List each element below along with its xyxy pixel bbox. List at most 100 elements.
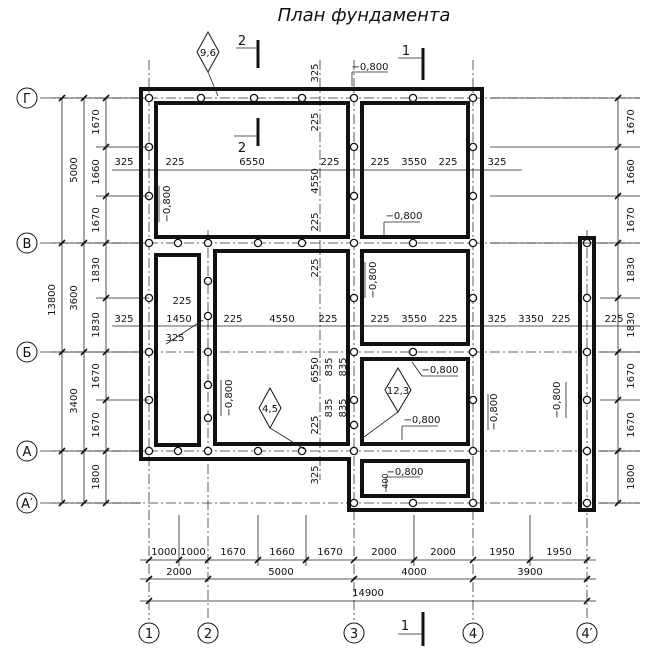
dimension-tick bbox=[204, 575, 212, 583]
axis-bubble-row-g: Г bbox=[16, 87, 38, 109]
dimension-tick bbox=[102, 143, 110, 151]
dimension-tick bbox=[614, 396, 622, 404]
axis-bubble-row-a: А bbox=[16, 440, 38, 462]
pile bbox=[468, 498, 478, 508]
svg-text:2: 2 bbox=[238, 34, 246, 49]
svg-text:1: 1 bbox=[145, 627, 153, 642]
dimension-tick bbox=[102, 348, 110, 356]
dimension-tick bbox=[469, 556, 477, 564]
dimension-tick bbox=[350, 556, 358, 564]
dimension-tick bbox=[175, 556, 183, 564]
dimension-tick bbox=[102, 239, 110, 247]
dimension-tick bbox=[58, 499, 66, 507]
dimension-tick bbox=[102, 294, 110, 302]
right-dim-4: 1830 bbox=[626, 257, 637, 282]
svg-text:А: А bbox=[23, 445, 32, 460]
pile bbox=[582, 395, 592, 405]
svg-text:В: В bbox=[23, 237, 32, 252]
svg-text:225: 225 bbox=[318, 314, 337, 325]
bottom-dimensions: 1000 1000 1670 1660 1670 2000 2000 1950 … bbox=[140, 515, 596, 605]
bottom-dim-9: 1950 bbox=[546, 547, 571, 558]
pile bbox=[349, 293, 359, 303]
elevation-mark-3: −0,800 bbox=[158, 185, 173, 223]
bottom-dim-2: 1000 bbox=[180, 547, 205, 558]
axis-bubble-col-4-prime: 4′ bbox=[576, 622, 598, 644]
pile bbox=[349, 498, 359, 508]
pile bbox=[349, 446, 359, 456]
dimension-tick bbox=[583, 575, 591, 583]
pile bbox=[468, 446, 478, 456]
pile bbox=[349, 395, 359, 405]
diamond-mark-3: 12,3 bbox=[359, 367, 412, 441]
svg-text:225: 225 bbox=[370, 314, 389, 325]
bottom-axis-dim-4: 3900 bbox=[517, 567, 542, 578]
svg-text:12,3: 12,3 bbox=[387, 386, 409, 397]
svg-text:−0,800: −0,800 bbox=[162, 185, 173, 222]
svg-text:9,6: 9,6 bbox=[200, 48, 216, 59]
dimension-tick bbox=[254, 556, 262, 564]
svg-text:−0,800: −0,800 bbox=[421, 365, 458, 376]
left-dim-3: 1670 bbox=[91, 207, 102, 232]
dimension-tick bbox=[526, 556, 534, 564]
elevation-marks: −0,800 −0,800 −0,800 −0,800 −0,800 −0,80… bbox=[158, 62, 567, 492]
svg-text:225: 225 bbox=[370, 157, 389, 168]
svg-text:835: 835 bbox=[324, 398, 335, 417]
pile bbox=[468, 93, 478, 103]
pile bbox=[203, 446, 213, 456]
right-dim-6: 1670 bbox=[626, 363, 637, 388]
right-dim-1: 1670 bbox=[626, 109, 637, 134]
svg-text:−0,800: −0,800 bbox=[224, 379, 235, 416]
left-dimensions: 1670 1660 1670 1830 1830 1670 1670 1800 … bbox=[47, 94, 149, 507]
bottom-total-dim: 14900 bbox=[352, 588, 384, 599]
svg-text:4′: 4′ bbox=[581, 627, 592, 642]
svg-text:−0,800: −0,800 bbox=[403, 415, 440, 426]
pile bbox=[297, 446, 307, 456]
interior-dim-row-mid: 325 1450 225 4550 225 225 3550 225 325 3… bbox=[112, 314, 640, 327]
pile bbox=[582, 293, 592, 303]
svg-text:3: 3 bbox=[350, 627, 358, 642]
svg-text:−0,800: −0,800 bbox=[552, 381, 563, 418]
right-dim-2: 1660 bbox=[626, 159, 637, 184]
pile bbox=[144, 446, 154, 456]
svg-text:225: 225 bbox=[223, 314, 242, 325]
dimension-tick bbox=[583, 556, 591, 564]
pile bbox=[468, 142, 478, 152]
axis-bubble-col-1: 1 bbox=[138, 622, 160, 644]
svg-text:835: 835 bbox=[338, 398, 349, 417]
svg-text:4: 4 bbox=[469, 627, 477, 642]
pile bbox=[203, 347, 213, 357]
dimension-tick bbox=[145, 556, 153, 564]
pile bbox=[203, 380, 213, 390]
svg-text:3550: 3550 bbox=[401, 314, 426, 325]
diamond-mark-2: 4,5 bbox=[258, 386, 305, 450]
pile bbox=[349, 191, 359, 201]
svg-text:4550: 4550 bbox=[310, 168, 321, 193]
svg-text:225: 225 bbox=[438, 157, 457, 168]
svg-text:2: 2 bbox=[204, 627, 212, 642]
left-dim-4: 1830 bbox=[91, 257, 102, 282]
dimension-tick bbox=[80, 499, 88, 507]
pile bbox=[349, 93, 359, 103]
dimension-tick bbox=[204, 556, 212, 564]
bottom-axis-dim-1: 2000 bbox=[166, 567, 191, 578]
dimension-tick bbox=[102, 396, 110, 404]
dimension-tick bbox=[614, 294, 622, 302]
foundation-walls bbox=[139, 87, 596, 512]
elevation-mark-4: −0,800 bbox=[364, 261, 379, 299]
pile bbox=[196, 93, 206, 103]
pile bbox=[408, 498, 418, 508]
pile bbox=[408, 238, 418, 248]
svg-text:835: 835 bbox=[324, 357, 335, 376]
pile bbox=[173, 238, 183, 248]
svg-text:225: 225 bbox=[320, 157, 339, 168]
pile bbox=[349, 420, 359, 430]
pile bbox=[249, 93, 259, 103]
dimension-tick bbox=[614, 348, 622, 356]
dimension-tick bbox=[614, 192, 622, 200]
dimension-tick bbox=[102, 94, 110, 102]
dimension-tick bbox=[410, 556, 418, 564]
section-mark-1-bottom: 1 bbox=[398, 612, 425, 646]
diamond-mark-1: 9,6 bbox=[196, 30, 220, 97]
bottom-axis-dim-3: 4000 bbox=[401, 567, 426, 578]
